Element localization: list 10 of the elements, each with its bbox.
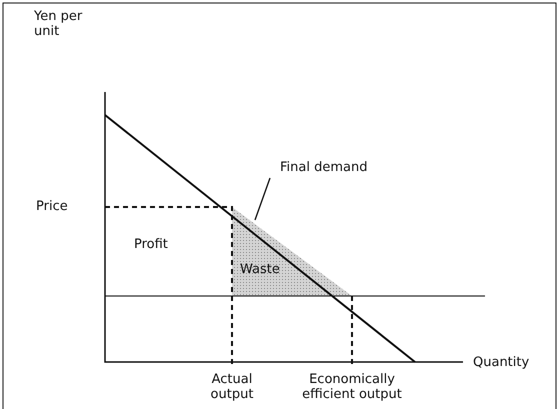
curve-label: Final demand (280, 160, 368, 175)
leader-line (254, 178, 271, 220)
area-label: Profit (134, 237, 168, 252)
demand-line (104, 114, 416, 363)
axis-title: Quantity (473, 355, 530, 370)
axis-value-label: Economically efficient output (301, 372, 403, 402)
axis-title: Yen per unit (34, 9, 84, 39)
area-label: Waste (240, 262, 280, 277)
axis-value-label: Actual output (210, 372, 254, 402)
axis-value-label: Price (36, 199, 68, 214)
